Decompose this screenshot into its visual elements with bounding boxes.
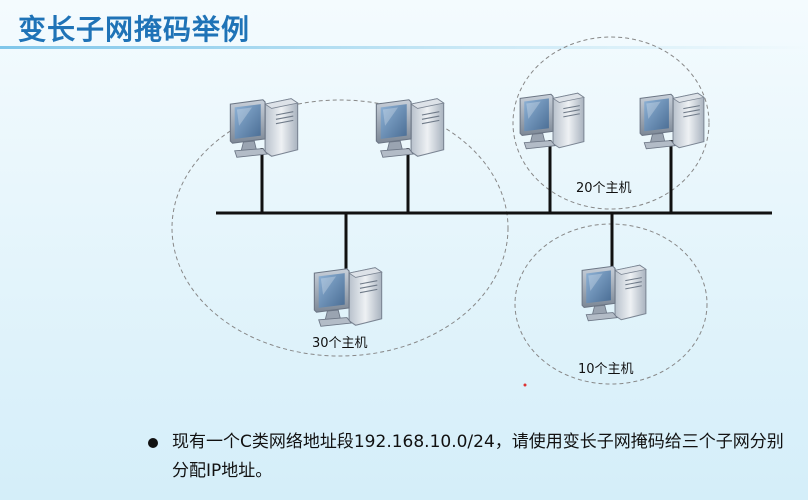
- subnet-30-ellipse: [171, 99, 509, 357]
- page-title: 变长子网掩码举例: [18, 13, 251, 46]
- subnet-20-ellipse: [512, 36, 710, 210]
- task-description: 现有一个C类网络地址段192.168.10.0/24，请使用变长子网掩码给三个子…: [148, 428, 798, 486]
- network-diagram: 30个主机 20个主机 10个主机: [171, 36, 772, 387]
- computer-icon: [313, 267, 383, 327]
- group-30-label: 30个主机: [312, 336, 368, 351]
- title-underline: [0, 46, 808, 49]
- drop-lines: [260, 140, 673, 270]
- computer-icon: [375, 98, 445, 158]
- group-20-label: 20个主机: [576, 181, 632, 196]
- computer-icon: [519, 92, 585, 150]
- bullet-icon: [148, 438, 158, 448]
- task-text: 现有一个C类网络地址段192.168.10.0/24，请使用变长子网掩码给三个子…: [172, 432, 784, 481]
- computer-icon: [581, 264, 647, 322]
- computer-icon: [229, 98, 299, 158]
- group-10-label: 10个主机: [578, 362, 634, 377]
- marker-dot: [523, 383, 527, 387]
